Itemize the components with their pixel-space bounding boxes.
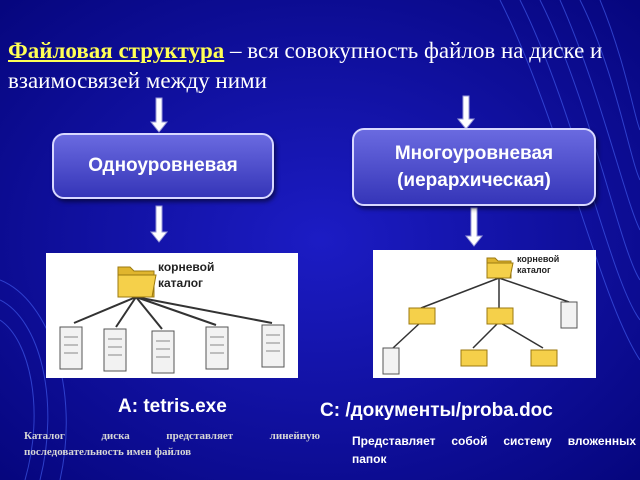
arrow-down-icon — [464, 207, 484, 247]
single-level-tree — [59, 266, 285, 374]
multi-level-box: Многоуровневая (иерархическая) — [352, 128, 596, 206]
page-title: Файловая структура – вся совокупность фа… — [8, 36, 636, 96]
multi-level-tree — [382, 257, 578, 375]
folder-icon — [486, 257, 514, 279]
multi-level-diagram: корневой каталог — [373, 250, 596, 378]
title-term: Файловая структура — [8, 38, 225, 63]
multi-level-label: Многоуровневая (иерархическая) — [394, 143, 554, 191]
document-icon — [382, 301, 578, 375]
arrow-down-icon — [149, 97, 169, 133]
folder-icon — [117, 266, 157, 298]
root-folder-label: корневой каталог — [517, 254, 560, 275]
single-level-diagram: корневой каталог — [46, 253, 298, 378]
arrow-down-icon — [456, 95, 476, 130]
single-level-path: А: tetris.exe — [118, 396, 227, 417]
root-folder-label: корневой каталог — [158, 260, 215, 290]
title-definition: – вся совокупность файлов на диске и вза… — [8, 38, 603, 93]
document-icon — [59, 324, 285, 374]
single-level-box: Одноуровневая — [52, 133, 274, 199]
arrow-down-icon — [149, 205, 169, 243]
single-level-description: Каталог диска представляет линейную посл… — [24, 430, 320, 458]
folder-icon — [408, 307, 558, 367]
multi-level-description: Представляет собой систему вложенных пап… — [352, 434, 636, 466]
single-level-label: Одноуровневая — [88, 155, 238, 176]
multi-level-path: С: /документы/proba.doc — [320, 400, 553, 421]
